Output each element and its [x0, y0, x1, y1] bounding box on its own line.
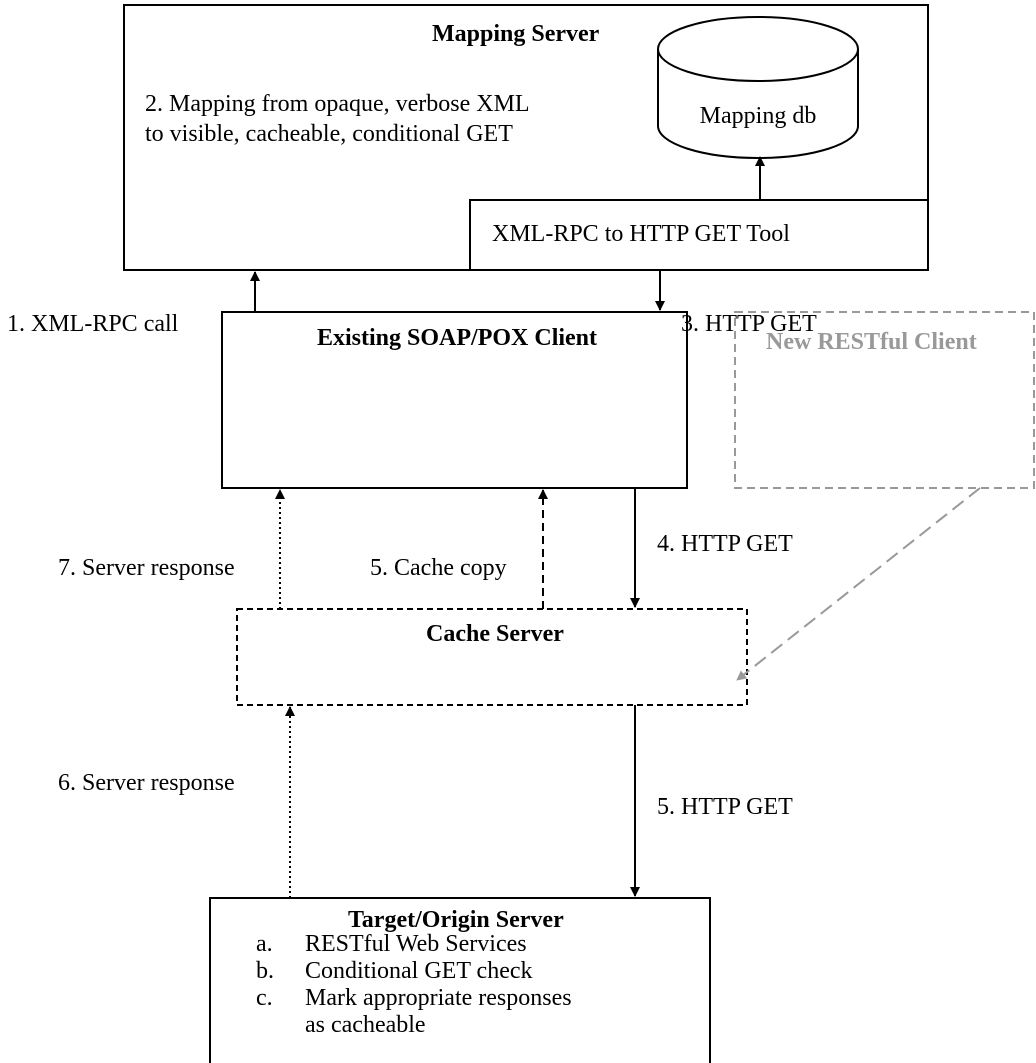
xml-rpc-tool-label: XML-RPC to HTTP GET Tool	[492, 221, 790, 247]
mapping-description-line2: to visible, cacheable, conditional GET	[145, 121, 513, 147]
origin-server-title: Target/Origin Server	[348, 907, 564, 933]
restful-client-box	[734, 311, 1035, 489]
mapping-db-label: Mapping db	[699, 103, 817, 129]
flow-label-cache-copy: 5. Cache copy	[370, 555, 507, 581]
origin-item-a-marker: a.	[256, 931, 273, 957]
origin-server-box	[209, 897, 711, 1063]
mapping-db-cylinder-rim	[657, 48, 859, 82]
restful-client-title: New RESTful Client	[766, 329, 977, 355]
flow-label-server-response-6: 6. Server response	[58, 770, 235, 796]
existing-client-title: Existing SOAP/POX Client	[317, 325, 598, 351]
mapping-db-cylinder	[657, 16, 859, 159]
xml-rpc-tool-box	[469, 199, 929, 271]
arrow-restful-to-cache	[736, 487, 981, 681]
origin-item-c-continuation: as cacheable	[305, 1012, 426, 1038]
mapping-description-line1: 2. Mapping from opaque, verbose XML	[145, 91, 530, 117]
flow-label-server-response-7: 7. Server response	[58, 555, 235, 581]
origin-item-b-text: Conditional GET check	[305, 958, 533, 984]
flow-label-http-get-4: 4. HTTP GET	[657, 531, 793, 557]
flow-label-xml-rpc-call: 1. XML-RPC call	[7, 311, 179, 337]
origin-item-b-marker: b.	[256, 958, 274, 984]
flow-label-http-get-5: 5. HTTP GET	[657, 794, 793, 820]
cache-server-title: Cache Server	[426, 621, 564, 647]
cache-server-box	[236, 608, 748, 706]
mapping-server-title: Mapping Server	[432, 21, 600, 47]
origin-item-c-text: Mark appropriate responses	[305, 985, 572, 1011]
flow-label-http-get-3: 3. HTTP GET	[681, 311, 817, 337]
origin-item-c-marker: c.	[256, 985, 273, 1011]
origin-item-a-text: RESTful Web Services	[305, 931, 527, 957]
existing-client-box	[221, 311, 688, 489]
